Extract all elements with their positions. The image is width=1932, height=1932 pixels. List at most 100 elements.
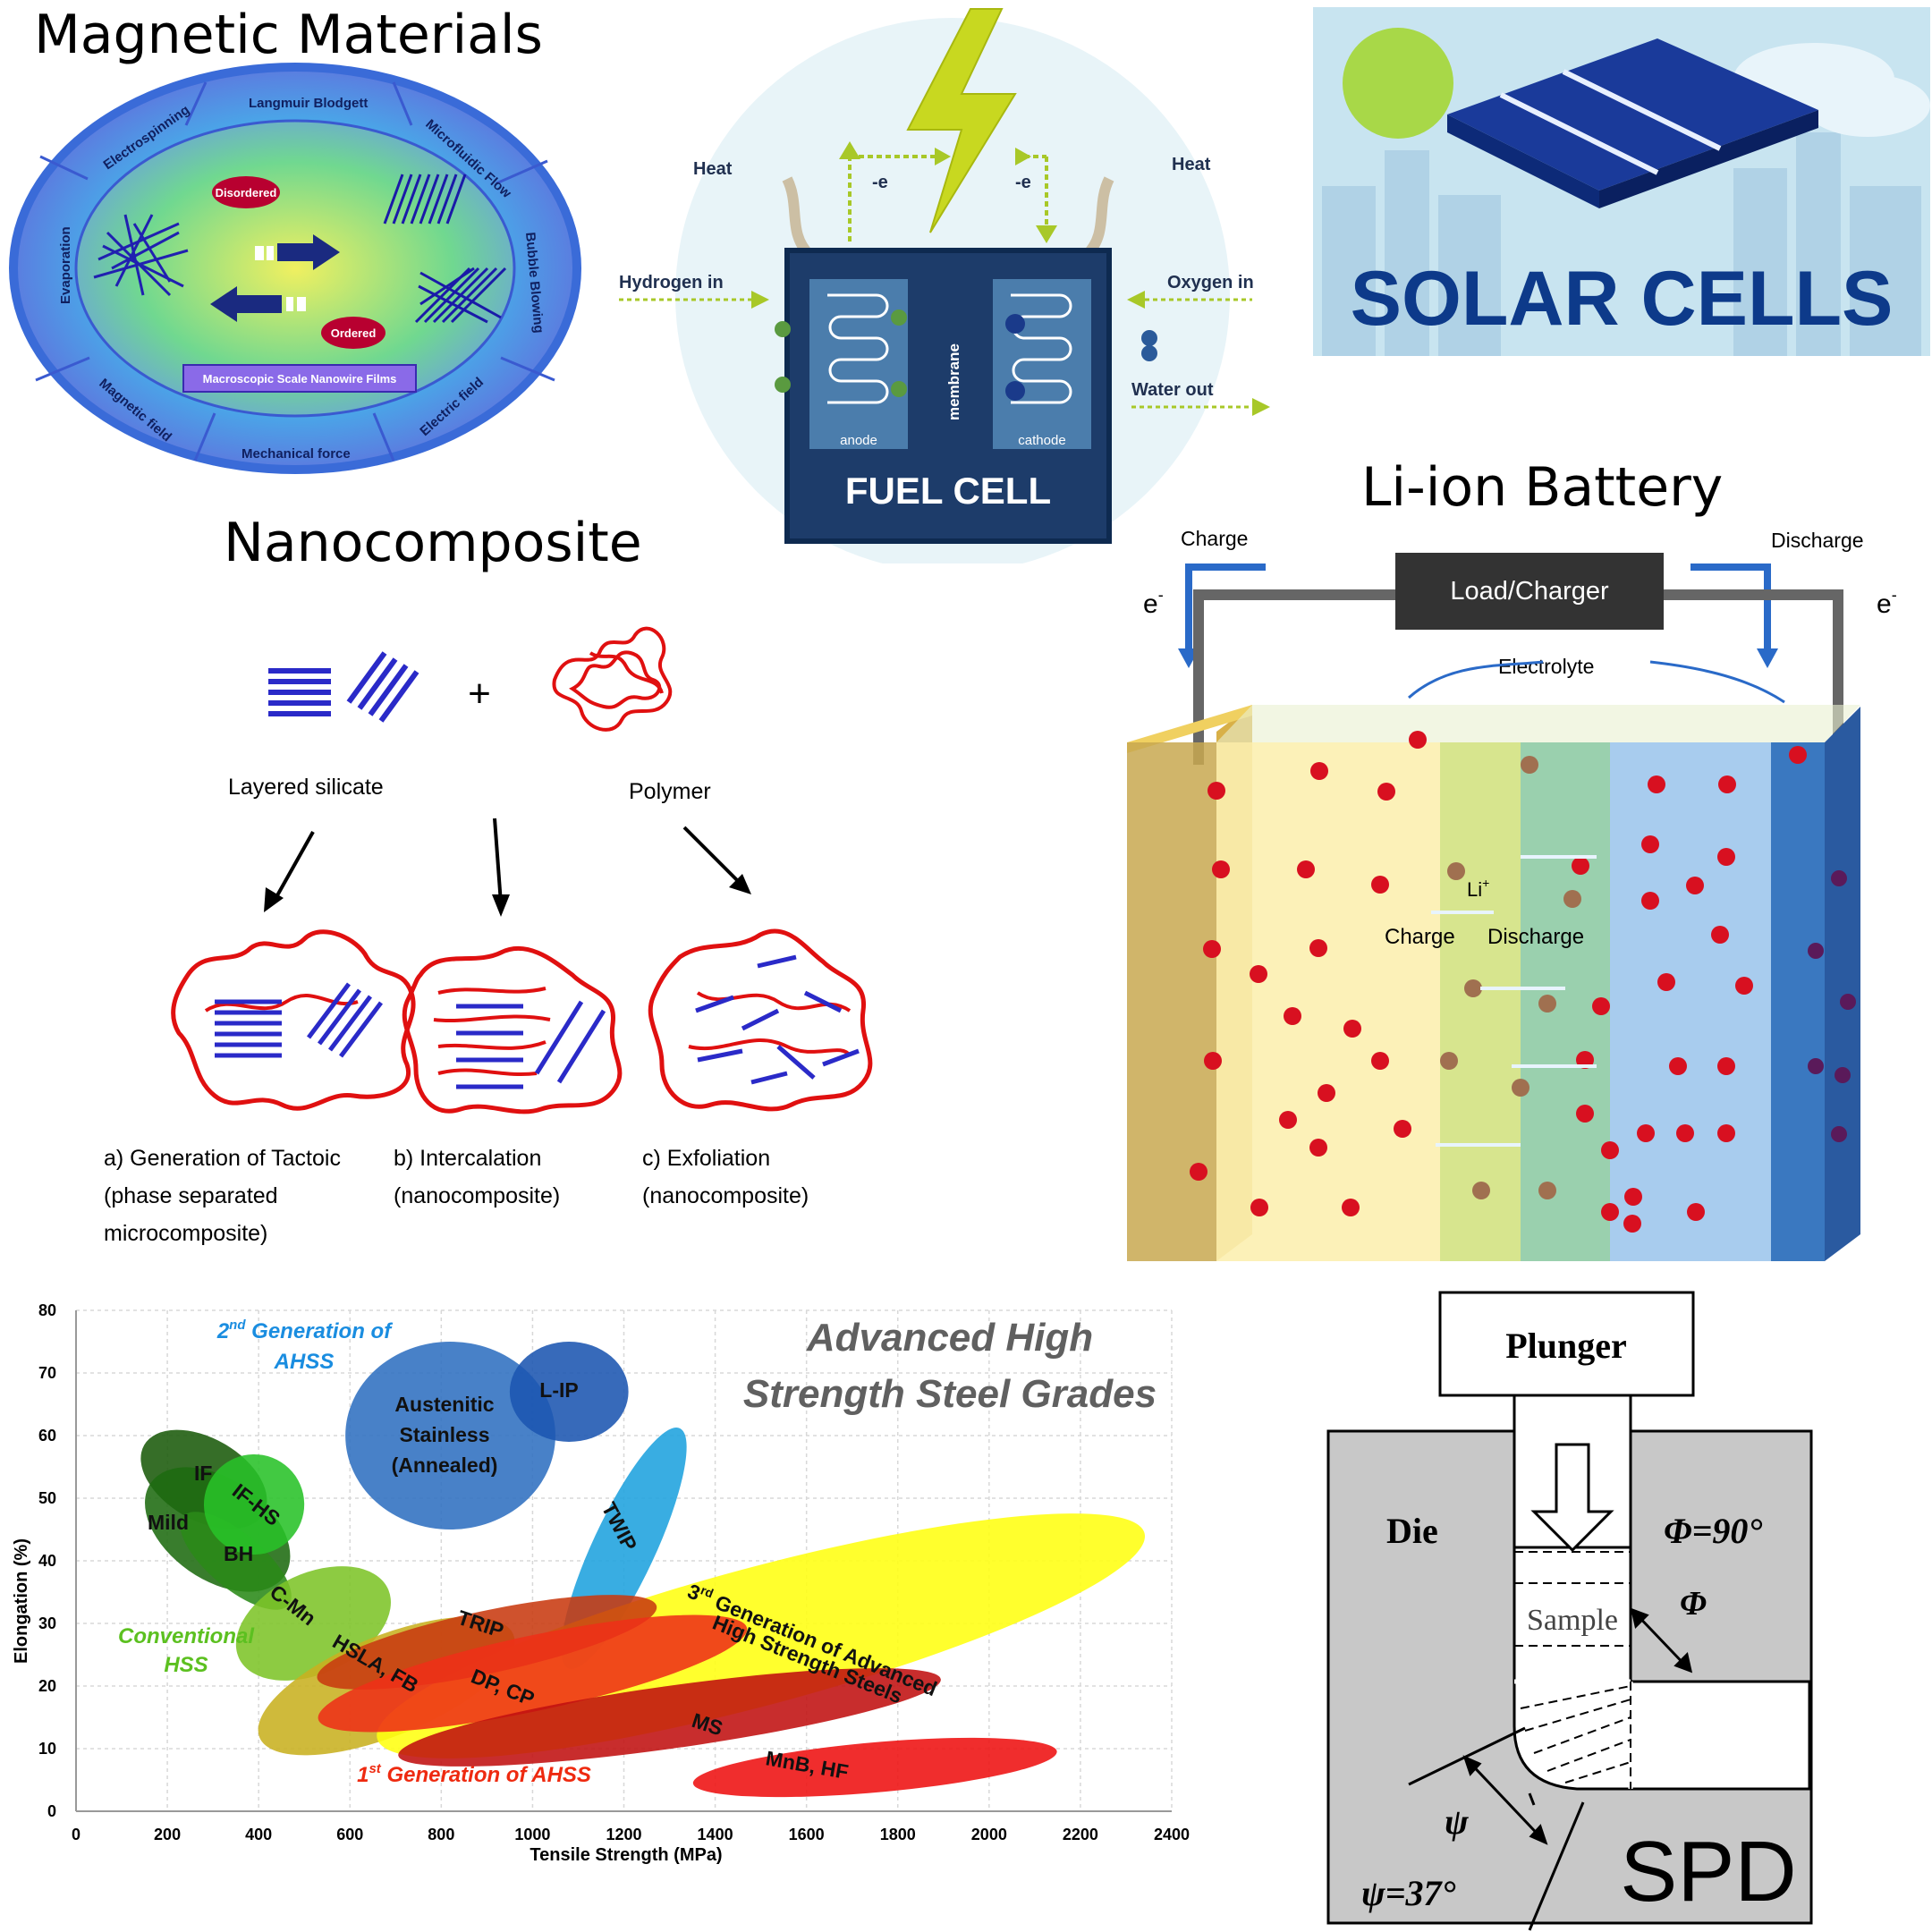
- layered-silicate-label: Layered silicate: [228, 775, 384, 800]
- caption-b-line1: b) Intercalation: [394, 1146, 541, 1171]
- fuel-cell-panel: Heat Heat -e -e Hydrogen in Oxygen in Wa…: [608, 0, 1288, 564]
- fuel-heat-right: Heat: [1172, 155, 1211, 174]
- y-tick-label: 10: [38, 1740, 56, 1758]
- battery-e-left: e-: [1143, 586, 1164, 619]
- y-tick-label: 50: [38, 1489, 56, 1507]
- city-skyline: [1322, 132, 1921, 356]
- conventional-hss-line1: Conventional: [118, 1624, 255, 1648]
- x-tick-label: 2400: [1154, 1826, 1190, 1843]
- label-austenitic-3: (Annealed): [392, 1453, 498, 1477]
- solar-panel-icon: [1447, 38, 1818, 208]
- svg-text:Load/Charger: Load/Charger: [1450, 577, 1609, 606]
- x-axis-label: Tensile Strength (MPa): [530, 1845, 722, 1865]
- sample-label: Sample: [1527, 1604, 1618, 1637]
- inner-charge-label: Charge: [1385, 925, 1455, 949]
- x-tick-label: 1800: [880, 1826, 916, 1843]
- magnetic-materials-panel: Magnetic Materials: [0, 0, 662, 501]
- caption-c-line2: (nanocomposite): [642, 1183, 809, 1208]
- caption-a-line3: microcomposite): [104, 1221, 267, 1246]
- x-tick-label: 0: [72, 1826, 80, 1843]
- layered-silicate-icon: [268, 651, 419, 723]
- exfoliation-structure: [648, 928, 873, 1112]
- psi-label: ψ: [1445, 1801, 1469, 1842]
- magnetic-ring: [9, 63, 581, 474]
- gen2-label-line2: AHSS: [274, 1350, 335, 1374]
- segment-mechanical: Mechanical force: [242, 446, 351, 462]
- battery-cell: [1127, 705, 1860, 1261]
- left-arrow-icon: [210, 286, 306, 322]
- gen2-label-line1: 2nd Generation of: [216, 1318, 393, 1343]
- down-arrow-icon: [1530, 1443, 1614, 1553]
- chart-title-line1: Advanced High: [806, 1316, 1093, 1360]
- gen1-label: 1st Generation of AHSS: [357, 1761, 591, 1787]
- solar-cells-panel: SOLAR CELLS: [1313, 7, 1930, 356]
- x-tick-label: 1200: [606, 1826, 641, 1843]
- intercalation-structure: [402, 945, 623, 1114]
- fuel-water-out: Water out: [1131, 380, 1214, 400]
- psi-37-label: ψ=37°: [1361, 1873, 1456, 1913]
- plunger-box[interactable]: Plunger: [1438, 1291, 1695, 1397]
- svg-text:Ordered: Ordered: [331, 326, 377, 340]
- label-l-ip: L-IP: [539, 1378, 578, 1402]
- battery-discharge-label: Discharge: [1771, 529, 1864, 552]
- region-austenitic-stainless-annealed-: [345, 1342, 555, 1530]
- region-trip: [317, 1595, 657, 1690]
- x-tick-label: 400: [245, 1826, 272, 1843]
- right-arrow-icon: [255, 234, 340, 270]
- lithium-ion-particles: [1190, 731, 1807, 1233]
- fuel-hydrogen-in: Hydrogen in: [619, 273, 724, 292]
- segment-langmuir: Langmuir Blodgett: [249, 96, 368, 111]
- region-mnb-hf: [692, 1737, 1057, 1798]
- region-ms: [398, 1668, 941, 1767]
- y-tick-label: 0: [47, 1802, 56, 1820]
- plus-sign: +: [468, 672, 491, 716]
- battery-charge-label: Charge: [1181, 527, 1248, 550]
- y-tick-label: 70: [38, 1364, 56, 1382]
- load-charger-box[interactable]: Load/Charger: [1395, 553, 1664, 630]
- fuel-anode-label: anode: [840, 433, 877, 448]
- chart-regions: [140, 1342, 1146, 1798]
- x-tick-label: 2000: [971, 1826, 1007, 1843]
- random-nanowires: [93, 214, 189, 297]
- nanocomposite-title: Nanocomposite: [224, 512, 642, 574]
- fuel-membrane-label: membrane: [945, 343, 962, 420]
- y-tick-label: 80: [38, 1301, 56, 1319]
- conventional-hss-line2: HSS: [164, 1653, 208, 1677]
- spd-label: SPD: [1620, 1824, 1796, 1919]
- caption-c-line1: c) Exfoliation: [642, 1146, 770, 1171]
- phi-arrow: [1630, 1607, 1693, 1674]
- fuel-oxygen-in: Oxygen in: [1167, 273, 1254, 292]
- die-label: Die: [1386, 1511, 1438, 1551]
- region-bh: [180, 1512, 292, 1610]
- solar-title: SOLAR CELLS: [1351, 256, 1894, 342]
- caption-b-line2: (nanocomposite): [394, 1183, 560, 1208]
- lightning-icon: [906, 8, 1017, 233]
- battery-title: Li-ion Battery: [1361, 456, 1724, 519]
- inner-discharge-label: Discharge: [1487, 925, 1584, 949]
- x-tick-label: 200: [154, 1826, 181, 1843]
- aligned-nanowires-top: [383, 174, 467, 225]
- label-bh: BH: [224, 1542, 253, 1565]
- x-tick-label: 800: [428, 1826, 454, 1843]
- ordered-badge: Ordered: [321, 317, 386, 349]
- disordered-badge: Disordered: [212, 176, 280, 208]
- svg-text:Disordered: Disordered: [216, 186, 277, 199]
- magnetic-title: Magnetic Materials: [34, 4, 543, 66]
- nanowire-films-banner: Macroscopic Scale Nanowire Films: [182, 364, 417, 393]
- region-if-hs: [203, 1453, 305, 1555]
- label-austenitic-1: Austenitic: [394, 1393, 494, 1416]
- x-tick-label: 1400: [698, 1826, 733, 1843]
- x-tick-label: 1600: [789, 1826, 825, 1843]
- fuel-e-right: -e: [1015, 173, 1031, 192]
- label-if: IF: [194, 1462, 212, 1485]
- process-arrows: [271, 818, 744, 904]
- polymer-label: Polymer: [629, 779, 711, 804]
- svg-text:Plunger: Plunger: [1505, 1326, 1627, 1366]
- phi-label: Φ: [1680, 1585, 1707, 1623]
- x-tick-label: 2200: [1063, 1826, 1098, 1843]
- x-tick-label: 600: [336, 1826, 363, 1843]
- svg-text:Macroscopic Scale Nanowire Fil: Macroscopic Scale Nanowire Films: [203, 372, 397, 386]
- x-tick-label: 1000: [514, 1826, 550, 1843]
